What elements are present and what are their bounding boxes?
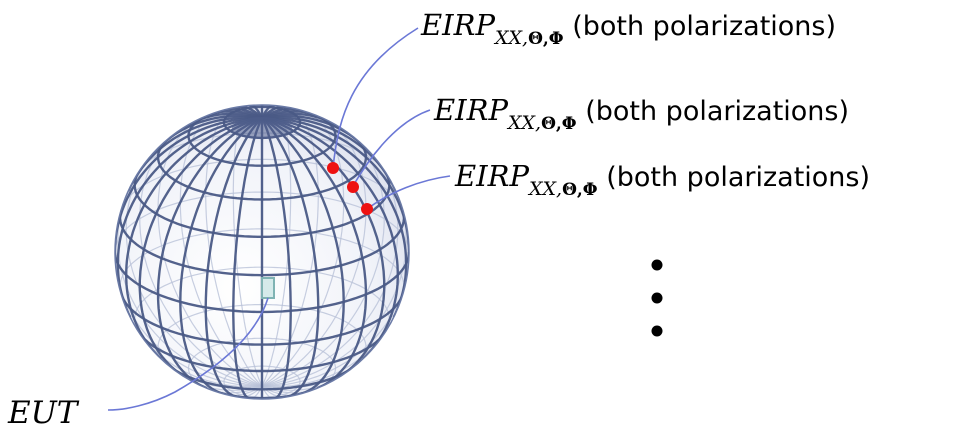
leader-line-eut [107,297,269,411]
sphere-grid-lon-25-front-1 [116,116,263,318]
leader-line-2 [352,109,431,187]
sphere-grid-lon-14-back-0 [261,106,319,387]
sphere-pole-cap [232,117,292,139]
sphere-grid-lon-24-front-1 [115,116,263,253]
sphere-grid-lon-2-front-1 [261,116,320,399]
sphere-grid-lat-2-back-1 [187,337,337,393]
sphere-grid-lon-30-front-1 [204,116,263,399]
sphere-grid-lon-18-back-0 [205,106,263,387]
measurement-point-2 [347,181,359,193]
sphere-grid-lon-6-front-1 [261,116,400,360]
sphere-grid-lon-27-front-1 [138,116,263,380]
continuation-dot-1 [651,259,663,271]
sphere-grid-lon-28-front-1 [156,116,263,390]
sphere-grid-lat-5-front-2 [119,292,262,346]
sphere [114,104,410,400]
sphere-grid-lat-7-front-2 [118,208,263,277]
eut-device [261,277,275,299]
sphere-grid-lat-4-front-0 [262,332,386,373]
sphere-grid-lon-13-back-0 [261,110,345,387]
sphere-grid-lon-3-front-1 [261,116,345,396]
sphere-grid-lon-5-front-1 [261,116,386,380]
sphere-grid-lon-7-front-1 [261,116,408,318]
annotation-label-1: EIRPXX,Θ,Φ (both polarizations) [420,8,836,49]
leader-line-1 [332,27,419,169]
measurement-points [327,162,373,215]
sphere-grid-lat-8-front-0 [262,171,391,239]
annotation-label-3: EIRPXX,Θ,Φ (both polarizations) [454,159,870,200]
continuation-dot-2 [651,292,663,304]
measurement-point-3 [361,203,373,215]
sphere-grid-lon-4-front-1 [261,116,368,390]
leader-lines [107,27,451,411]
continuation-dot-3 [651,325,663,337]
sphere-outline [114,104,410,400]
sphere-grid-lon-31-front-1 [232,117,264,399]
sphere-grid-lon-19-back-0 [179,110,263,387]
sphere-grid-lat-4-front-2 [137,331,262,373]
eut-label: EUT [7,395,80,431]
continuation-dots [651,259,663,337]
sphere-grid-lon-29-front-1 [179,116,263,396]
sphere-grid-lon-1-front-1 [260,117,292,399]
leader-line-3 [366,175,451,210]
sphere-grid-lat-5-back-1 [119,228,405,295]
sphere-grid-lon-26-front-1 [124,116,263,360]
sphere-front-grid [115,105,409,399]
measurement-point-1 [327,162,339,174]
sphere-grid-lat-9-front-0 [261,137,368,201]
annotation-label-2: EIRPXX,Θ,Φ (both polarizations) [433,93,849,134]
